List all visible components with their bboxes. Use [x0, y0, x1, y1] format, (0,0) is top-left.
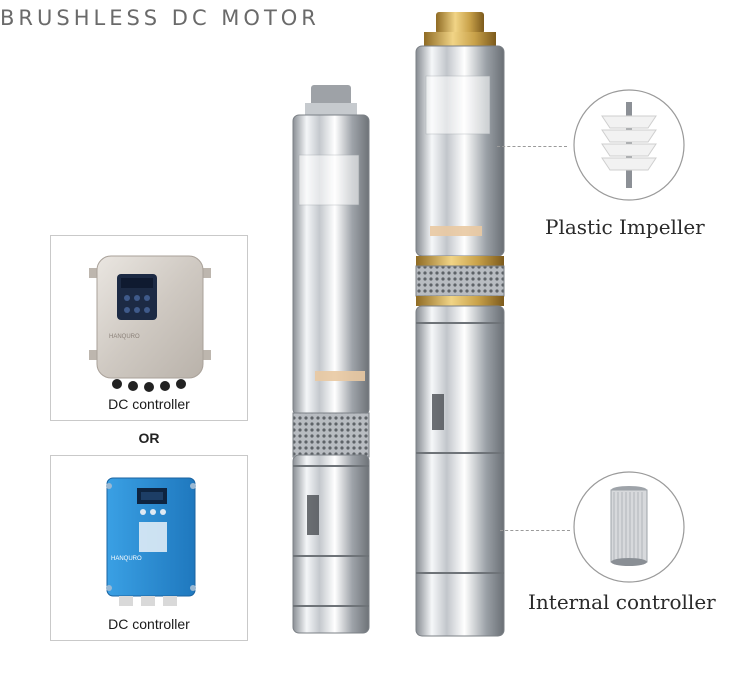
- blue-controller-image: HANQURO: [106, 477, 196, 606]
- filter-controller-icon: [573, 471, 685, 583]
- controller-label: DC controller: [108, 396, 190, 412]
- callout-label-impeller: Plastic Impeller: [545, 215, 705, 239]
- controller-card-blue[interactable]: HANQURO DC controller: [50, 455, 248, 641]
- controller-label: DC controller: [108, 616, 190, 632]
- svg-text:HANQURO: HANQURO: [109, 334, 140, 340]
- callout-line: [497, 146, 567, 147]
- callout-label-internal-controller: Internal controller: [528, 590, 716, 614]
- callout-line: [500, 530, 570, 531]
- page-title: BRUSHLESS DC MOTOR: [0, 6, 320, 30]
- submersible-pump-tall: [415, 12, 505, 637]
- or-label: OR: [138, 430, 160, 446]
- silver-controller-image: HANQURO: [89, 255, 211, 392]
- submersible-pump-short: [292, 85, 370, 634]
- controller-card-silver[interactable]: HANQURO DC controller: [50, 235, 248, 421]
- impeller-icon: [573, 89, 685, 201]
- svg-text:HANQURO: HANQURO: [111, 556, 142, 562]
